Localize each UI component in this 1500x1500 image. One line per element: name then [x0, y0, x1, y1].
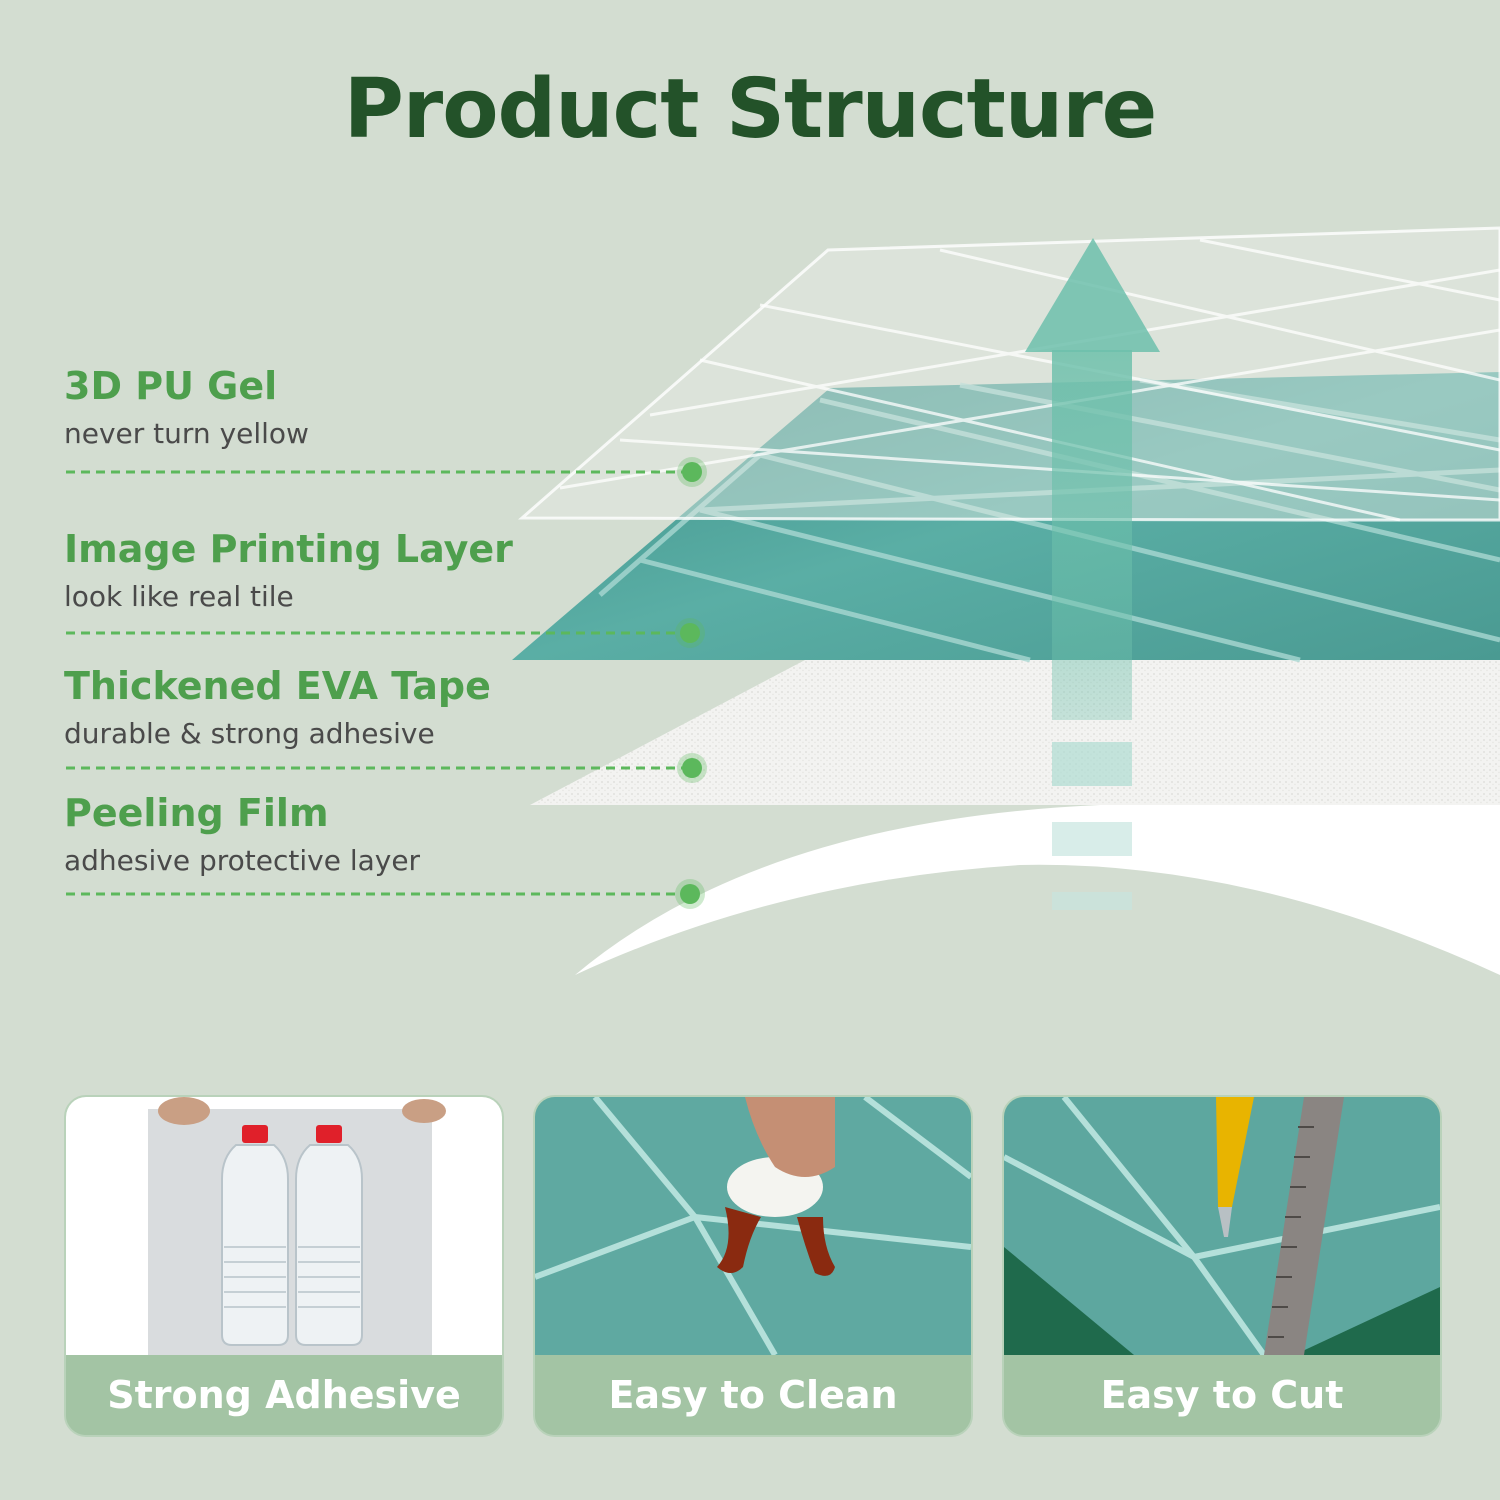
- layer-structure-illustration: [66, 226, 1500, 975]
- layer-label-eva: Thickened EVA Tape durable & strong adhe…: [64, 664, 491, 752]
- layer-label-gel: 3D PU Gel never turn yellow: [64, 364, 309, 452]
- layer-name: Peeling Film: [64, 791, 329, 835]
- feature-card-strong-adhesive: Strong Adhesive: [64, 1095, 504, 1437]
- layer-desc: never turn yellow: [64, 417, 309, 450]
- page-title: Product Structure: [343, 62, 1158, 157]
- layer-label-film: Peeling Film adhesive protective layer: [64, 791, 420, 879]
- feature-card-easy-to-cut: Easy to Cut: [1002, 1095, 1442, 1437]
- layer-arrow-icon: [1025, 238, 1160, 910]
- layer-label-print: Image Printing Layer look like real tile: [64, 527, 513, 615]
- layer-name: 3D PU Gel: [64, 364, 278, 408]
- layer-desc: look like real tile: [64, 580, 294, 613]
- water-bottles-icon: [66, 1097, 502, 1355]
- feature-caption: Strong Adhesive: [66, 1355, 502, 1435]
- feature-card-easy-to-clean: Easy to Clean: [533, 1095, 973, 1437]
- layer-name: Image Printing Layer: [64, 527, 513, 571]
- feature-caption: Easy to Clean: [535, 1355, 971, 1435]
- layer-desc: adhesive protective layer: [64, 844, 421, 877]
- utility-knife-ruler-icon: [1004, 1097, 1440, 1355]
- wiping-cloth-icon: [535, 1097, 971, 1355]
- layer-name: Thickened EVA Tape: [64, 664, 491, 708]
- pu-gel-layer: [518, 226, 1500, 522]
- image-printing-layer: [512, 372, 1500, 663]
- feature-caption: Easy to Cut: [1004, 1355, 1440, 1435]
- peeling-film-layer: [575, 805, 1500, 975]
- eva-tape-layer: [530, 660, 1500, 805]
- layer-desc: durable & strong adhesive: [64, 717, 435, 750]
